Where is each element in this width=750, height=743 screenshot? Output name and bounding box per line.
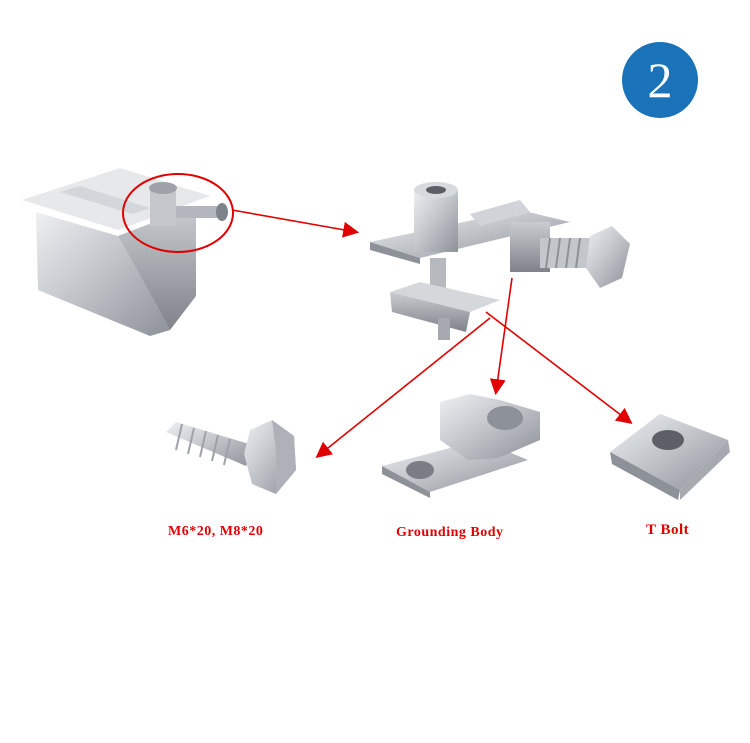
- grounding-body-label: Grounding Body: [396, 525, 504, 540]
- rail-assembly-image: [22, 168, 234, 336]
- arrow-to-clamp: [231, 209, 360, 238]
- arrow-to-t-bolt: [485, 311, 633, 424]
- callout-arrows: [231, 209, 633, 459]
- highlight-circle: [122, 173, 234, 253]
- grounding-body-image: [382, 394, 540, 498]
- t-bolt-label: T Bolt: [646, 522, 690, 538]
- step-number-badge: 2: [622, 42, 698, 118]
- arrow-to-hex-bolt: [315, 317, 491, 459]
- grounding-clamp-image: [370, 182, 630, 340]
- hex-bolt-label: M6*20, M8*20: [168, 524, 264, 539]
- t-bolt-image: [610, 414, 730, 500]
- arrow-to-grounding-body: [489, 277, 513, 396]
- hex-bolt-image: [166, 420, 296, 494]
